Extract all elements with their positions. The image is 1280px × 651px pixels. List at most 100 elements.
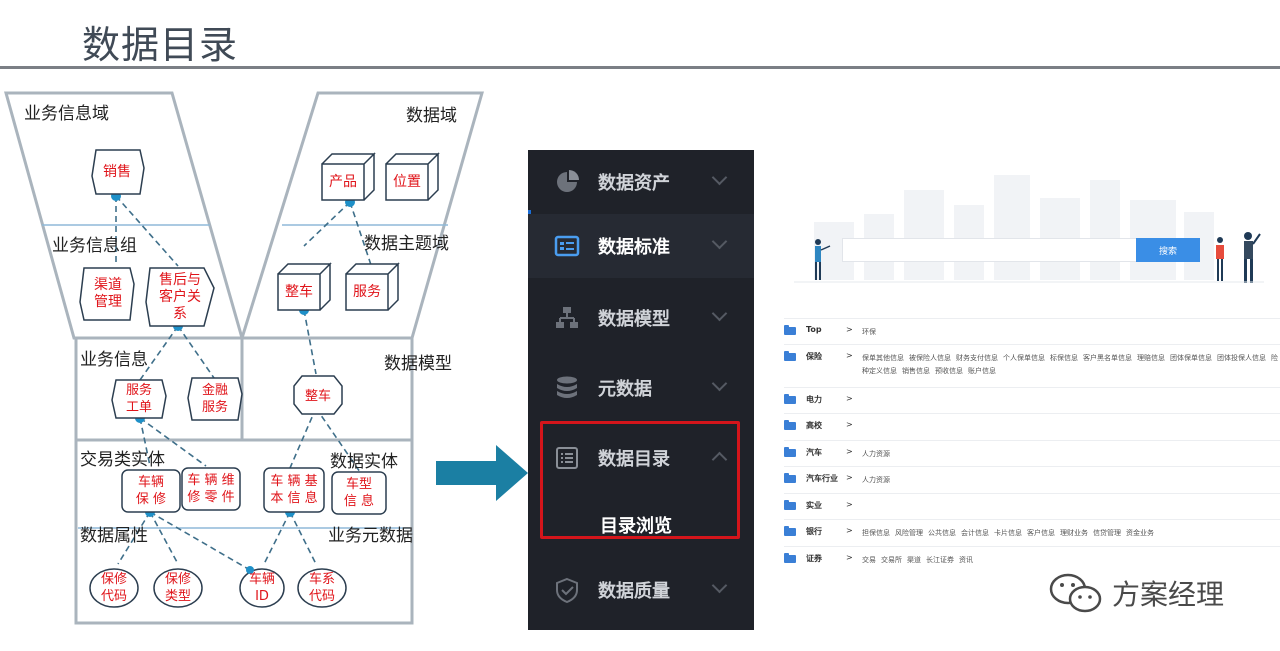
- nav-metadata[interactable]: 元数据: [528, 356, 754, 420]
- label-data-model: 数据模型: [384, 354, 452, 374]
- nav-label: 元数据: [598, 379, 652, 400]
- data-catalog-app: 数据资产 数据标准 数据模型: [528, 150, 1280, 630]
- nav-data-standard[interactable]: 数据标准: [528, 214, 754, 278]
- catalog-name[interactable]: 高校: [806, 421, 822, 430]
- chevron-down-icon: [711, 233, 728, 250]
- nav-data-model[interactable]: 数据模型: [528, 286, 754, 350]
- catalog-child-link[interactable]: 渠道: [907, 556, 921, 564]
- nav-label: 数据质量: [598, 581, 670, 602]
- chevron-right-icon[interactable]: >: [846, 473, 853, 482]
- catalog-child-link[interactable]: 资金业务: [1126, 529, 1154, 537]
- chevron-right-icon[interactable]: >: [846, 526, 853, 535]
- chevron-down-icon: [711, 577, 728, 594]
- catalog-child-link[interactable]: 被保险人信息: [909, 354, 951, 362]
- catalog-child-link[interactable]: 财务支付信息: [956, 354, 998, 362]
- catalog-name[interactable]: Top: [806, 325, 822, 334]
- catalog-child-link[interactable]: 会计信息: [961, 529, 989, 537]
- node-series-code: 车系 代码: [308, 572, 335, 604]
- node-location: 位置: [393, 173, 421, 190]
- catalog-name[interactable]: 汽车行业: [806, 474, 838, 483]
- node-vehicle-id: 车辆 ID: [248, 572, 275, 604]
- chevron-right-icon[interactable]: >: [846, 447, 853, 456]
- catalog-child-link[interactable]: 客户黑名单信息: [1083, 354, 1132, 362]
- chevron-right-icon[interactable]: >: [846, 351, 853, 360]
- row-divider: [784, 387, 1280, 388]
- catalog-child-link[interactable]: 账户信息: [968, 367, 996, 375]
- catalog-child-link[interactable]: 交易: [862, 556, 876, 564]
- label-biz-meta: 业务元数据: [328, 526, 413, 546]
- nav-label: 数据模型: [598, 309, 670, 330]
- catalog-child-link[interactable]: 预收信息: [935, 367, 963, 375]
- catalog-name[interactable]: 汽车: [806, 448, 822, 457]
- folder-icon: [784, 351, 796, 361]
- search-input[interactable]: [842, 238, 1138, 262]
- nav-catalog-browse[interactable]: 目录浏览: [600, 516, 672, 537]
- node-vehicle-parts: 车 辆 维 修 零 件: [187, 473, 235, 505]
- chevron-right-icon[interactable]: >: [846, 500, 853, 509]
- list-icon: [556, 447, 578, 469]
- catalog-name[interactable]: 电力: [806, 395, 822, 404]
- nav-data-catalog[interactable]: 数据目录: [528, 426, 754, 490]
- catalog-child-link[interactable]: 担保信息: [862, 529, 890, 537]
- nav-label: 数据资产: [598, 173, 670, 194]
- catalog-child-link[interactable]: 资讯: [959, 556, 973, 564]
- slide-title: 数据目录: [82, 23, 239, 67]
- catalog-child-link[interactable]: 团体投保人信息: [1217, 354, 1266, 362]
- catalog-child-link[interactable]: 理财业务: [1060, 529, 1088, 537]
- node-service: 服务: [353, 283, 381, 300]
- node-channel: 渠道 管理: [94, 277, 122, 310]
- catalog-child-link[interactable]: 客户信息: [1027, 529, 1055, 537]
- label-biz-info: 业务信息: [80, 350, 148, 370]
- title-divider: [0, 66, 1280, 69]
- node-vehicle: 整车: [285, 283, 313, 300]
- row-divider: [784, 493, 1280, 494]
- chevron-right-icon[interactable]: >: [846, 394, 853, 403]
- catalog-name[interactable]: 银行: [806, 527, 822, 536]
- nav-data-quality[interactable]: 数据质量: [528, 558, 754, 622]
- catalog-child-link[interactable]: 环保: [862, 328, 876, 336]
- label-biz-domain: 业务信息域: [24, 104, 109, 124]
- database-icon: [557, 376, 577, 398]
- search-button[interactable]: 搜索: [1136, 238, 1200, 262]
- catalog-child-link[interactable]: 标保信息: [1050, 354, 1078, 362]
- catalog-children: 担保信息风险管理公共信息会计信息卡片信息客户信息理财业务信贷管理资金业务: [862, 527, 1280, 540]
- label-data-attr: 数据属性: [80, 526, 148, 546]
- catalog-child-link[interactable]: 理赔信息: [1137, 354, 1165, 362]
- folder-icon: [784, 447, 796, 457]
- row-divider: [784, 440, 1280, 441]
- node-aftersales: 售后与 客户关 系: [159, 271, 201, 322]
- catalog-child-link[interactable]: 险种定义信息: [862, 354, 1278, 375]
- catalog-children: 人力资源: [862, 474, 1280, 487]
- node-repair-code: 保修 代码: [100, 572, 127, 604]
- catalog-child-link[interactable]: 保单其他信息: [862, 354, 904, 362]
- catalog-child-link[interactable]: 卡片信息: [994, 529, 1022, 537]
- catalog-name[interactable]: 证券: [806, 554, 822, 563]
- label-biz-group: 业务信息组: [52, 236, 137, 256]
- catalog-child-link[interactable]: 人力资源: [862, 450, 890, 458]
- catalog-name[interactable]: 保险: [806, 352, 822, 361]
- catalog-child-link[interactable]: 个人保单信息: [1003, 354, 1045, 362]
- chevron-right-icon[interactable]: >: [846, 325, 853, 334]
- chevron-right-icon[interactable]: >: [846, 420, 853, 429]
- catalog-child-link[interactable]: 公共信息: [928, 529, 956, 537]
- chevron-right-icon[interactable]: >: [846, 553, 853, 562]
- node-vehicle-basic: 车 辆 基 本 信 息: [270, 474, 318, 506]
- row-divider: [784, 344, 1280, 345]
- nav-data-assets[interactable]: 数据资产: [528, 150, 754, 214]
- catalog-children: 保单其他信息被保险人信息财务支付信息个人保单信息标保信息客户黑名单信息理赔信息团…: [862, 352, 1280, 378]
- catalog-child-link[interactable]: 团体保单信息: [1170, 354, 1212, 362]
- catalog-child-link[interactable]: 销售信息: [902, 367, 930, 375]
- catalog-child-link[interactable]: 信贷管理: [1093, 529, 1121, 537]
- folder-icon: [784, 473, 796, 483]
- catalog-child-link[interactable]: 人力资源: [862, 476, 890, 484]
- catalog-name[interactable]: 实业: [806, 501, 822, 510]
- hierarchy-icon: [556, 307, 578, 328]
- catalog-child-link[interactable]: 长江证券: [926, 556, 954, 564]
- catalog-child-link[interactable]: 风险管理: [895, 529, 923, 537]
- catalog-child-link[interactable]: 交易所: [881, 556, 902, 564]
- label-data-subject: 数据主题域: [364, 234, 449, 254]
- chevron-down-icon: [711, 305, 728, 322]
- folder-icon: [784, 394, 796, 404]
- catalog-browse-panel: 搜索 Top > 环保保险 > 保单其他信息被保险人信息财务支付信息个人保单信息标保信息…: [754, 150, 1280, 630]
- pie-chart-icon: [557, 170, 579, 192]
